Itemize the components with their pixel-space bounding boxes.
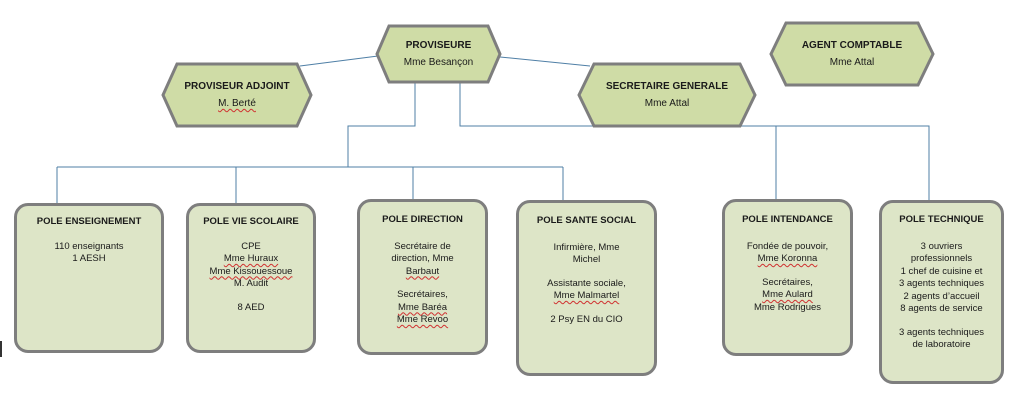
pole-vie-scolaire-title: POLE VIE SCOLAIRE bbox=[203, 216, 299, 227]
pole-technique-title: POLE TECHNIQUE bbox=[899, 214, 984, 225]
pole-line-gap bbox=[189, 291, 313, 302]
pole-line-gap bbox=[519, 267, 654, 278]
pole-line: Infirmière, Mme bbox=[553, 241, 620, 253]
pole-enseignement: POLE ENSEIGNEMENT 110 enseignants 1 AESH bbox=[14, 203, 164, 353]
pole-intendance: POLE INTENDANCE Fondée de pouvoir, Mme K… bbox=[722, 199, 853, 356]
node-proviseure-name: Mme Besançon bbox=[403, 57, 474, 68]
pole-line: Mme Huraux bbox=[223, 253, 279, 264]
node-proviseure-title: PROVISEURE bbox=[405, 40, 472, 51]
pole-direction-title: POLE DIRECTION bbox=[382, 214, 463, 225]
pole-enseignement-title: POLE ENSEIGNEMENT bbox=[36, 216, 142, 227]
node-adjoint-title: PROVISEUR ADJOINT bbox=[184, 81, 290, 92]
pole-line-gap bbox=[725, 266, 850, 277]
hexagon-shape bbox=[577, 62, 757, 128]
pole-line: Mme Baréa bbox=[397, 301, 448, 313]
node-secretaire-generale: SECRETAIRE GENERALE Mme Attal bbox=[577, 62, 757, 128]
pole-line: de laboratoire bbox=[912, 339, 971, 350]
node-secretaire-name: Mme Attal bbox=[644, 98, 690, 109]
hexagon-shape bbox=[375, 24, 502, 84]
hexagon-shape bbox=[161, 62, 313, 128]
pole-line: Assistante sociale, bbox=[547, 277, 626, 289]
link-adjoint-trunk bbox=[347, 80, 416, 167]
node-secretaire-title: SECRETAIRE GENERALE bbox=[605, 81, 729, 92]
pole-line: CPE bbox=[241, 240, 261, 252]
pole-line: 8 AED bbox=[237, 301, 265, 313]
pole-line: Barbaut bbox=[405, 265, 440, 277]
pole-line: Mme Rodrigues bbox=[753, 301, 822, 313]
pole-line: 1 AESH bbox=[72, 253, 106, 264]
pole-line: 3 agents techniques bbox=[898, 278, 985, 289]
pole-line: 110 enseignants bbox=[54, 240, 124, 252]
pole-line: Mme Kissouessoue bbox=[209, 265, 293, 277]
pole-technique: POLE TECHNIQUE 3 ouvriers professionnels… bbox=[879, 200, 1004, 384]
pole-direction: POLE DIRECTION Secrétaire de direction, … bbox=[357, 199, 488, 355]
pole-sante-social: POLE SANTE SOCIAL Infirmière, Mme Michel… bbox=[516, 200, 657, 376]
pole-line-gap bbox=[519, 303, 654, 314]
pole-line: 3 ouvriers bbox=[920, 240, 963, 252]
node-agent-comptable: AGENT COMPTABLE Mme Attal bbox=[769, 21, 935, 87]
pole-line: Secrétaires, bbox=[762, 276, 813, 288]
pole-line: Secrétaire de bbox=[394, 240, 451, 252]
pole-line: 1 chef de cuisine et bbox=[900, 265, 983, 277]
edge-mark bbox=[0, 341, 2, 357]
pole-line: Secrétaires, bbox=[397, 289, 448, 300]
node-proviseure: PROVISEURE Mme Besançon bbox=[375, 24, 502, 84]
hexagon-shape bbox=[769, 21, 935, 87]
pole-sante-social-title: POLE SANTE SOCIAL bbox=[536, 215, 637, 226]
node-adjoint-name: M. Berté bbox=[218, 98, 256, 109]
pole-line: Mme Malmartel bbox=[553, 290, 620, 301]
pole-line: direction, Mme bbox=[391, 253, 454, 264]
pole-line-gap bbox=[360, 278, 485, 289]
pole-line: M. Audit bbox=[233, 278, 269, 289]
node-proviseur-adjoint: PROVISEUR ADJOINT M. Berté bbox=[161, 62, 313, 128]
pole-line: Mme Koronna bbox=[757, 253, 818, 264]
pole-line: Mme Revoo bbox=[396, 314, 449, 325]
pole-vie-scolaire: POLE VIE SCOLAIRE CPE Mme Huraux Mme Kis… bbox=[186, 203, 316, 353]
pole-line: Michel bbox=[572, 254, 601, 265]
node-comptable-name: Mme Attal bbox=[829, 57, 875, 68]
link-proviseure-secretaire bbox=[499, 56, 591, 67]
pole-line: 8 agents de service bbox=[900, 303, 983, 314]
link-proviseure-adjoint bbox=[299, 55, 379, 67]
pole-line: professionnels bbox=[910, 253, 973, 264]
pole-line: Fondée de pouvoir, bbox=[746, 240, 829, 252]
pole-line-gap bbox=[882, 316, 1001, 327]
pole-line: Mme Aulard bbox=[762, 289, 813, 300]
pole-line: 3 agents techniques bbox=[898, 326, 985, 338]
node-comptable-title: AGENT COMPTABLE bbox=[801, 40, 903, 51]
pole-line: 2 Psy EN du CIO bbox=[550, 313, 623, 325]
pole-line: 2 agents d’accueil bbox=[903, 290, 980, 302]
pole-intendance-title: POLE INTENDANCE bbox=[742, 214, 833, 225]
